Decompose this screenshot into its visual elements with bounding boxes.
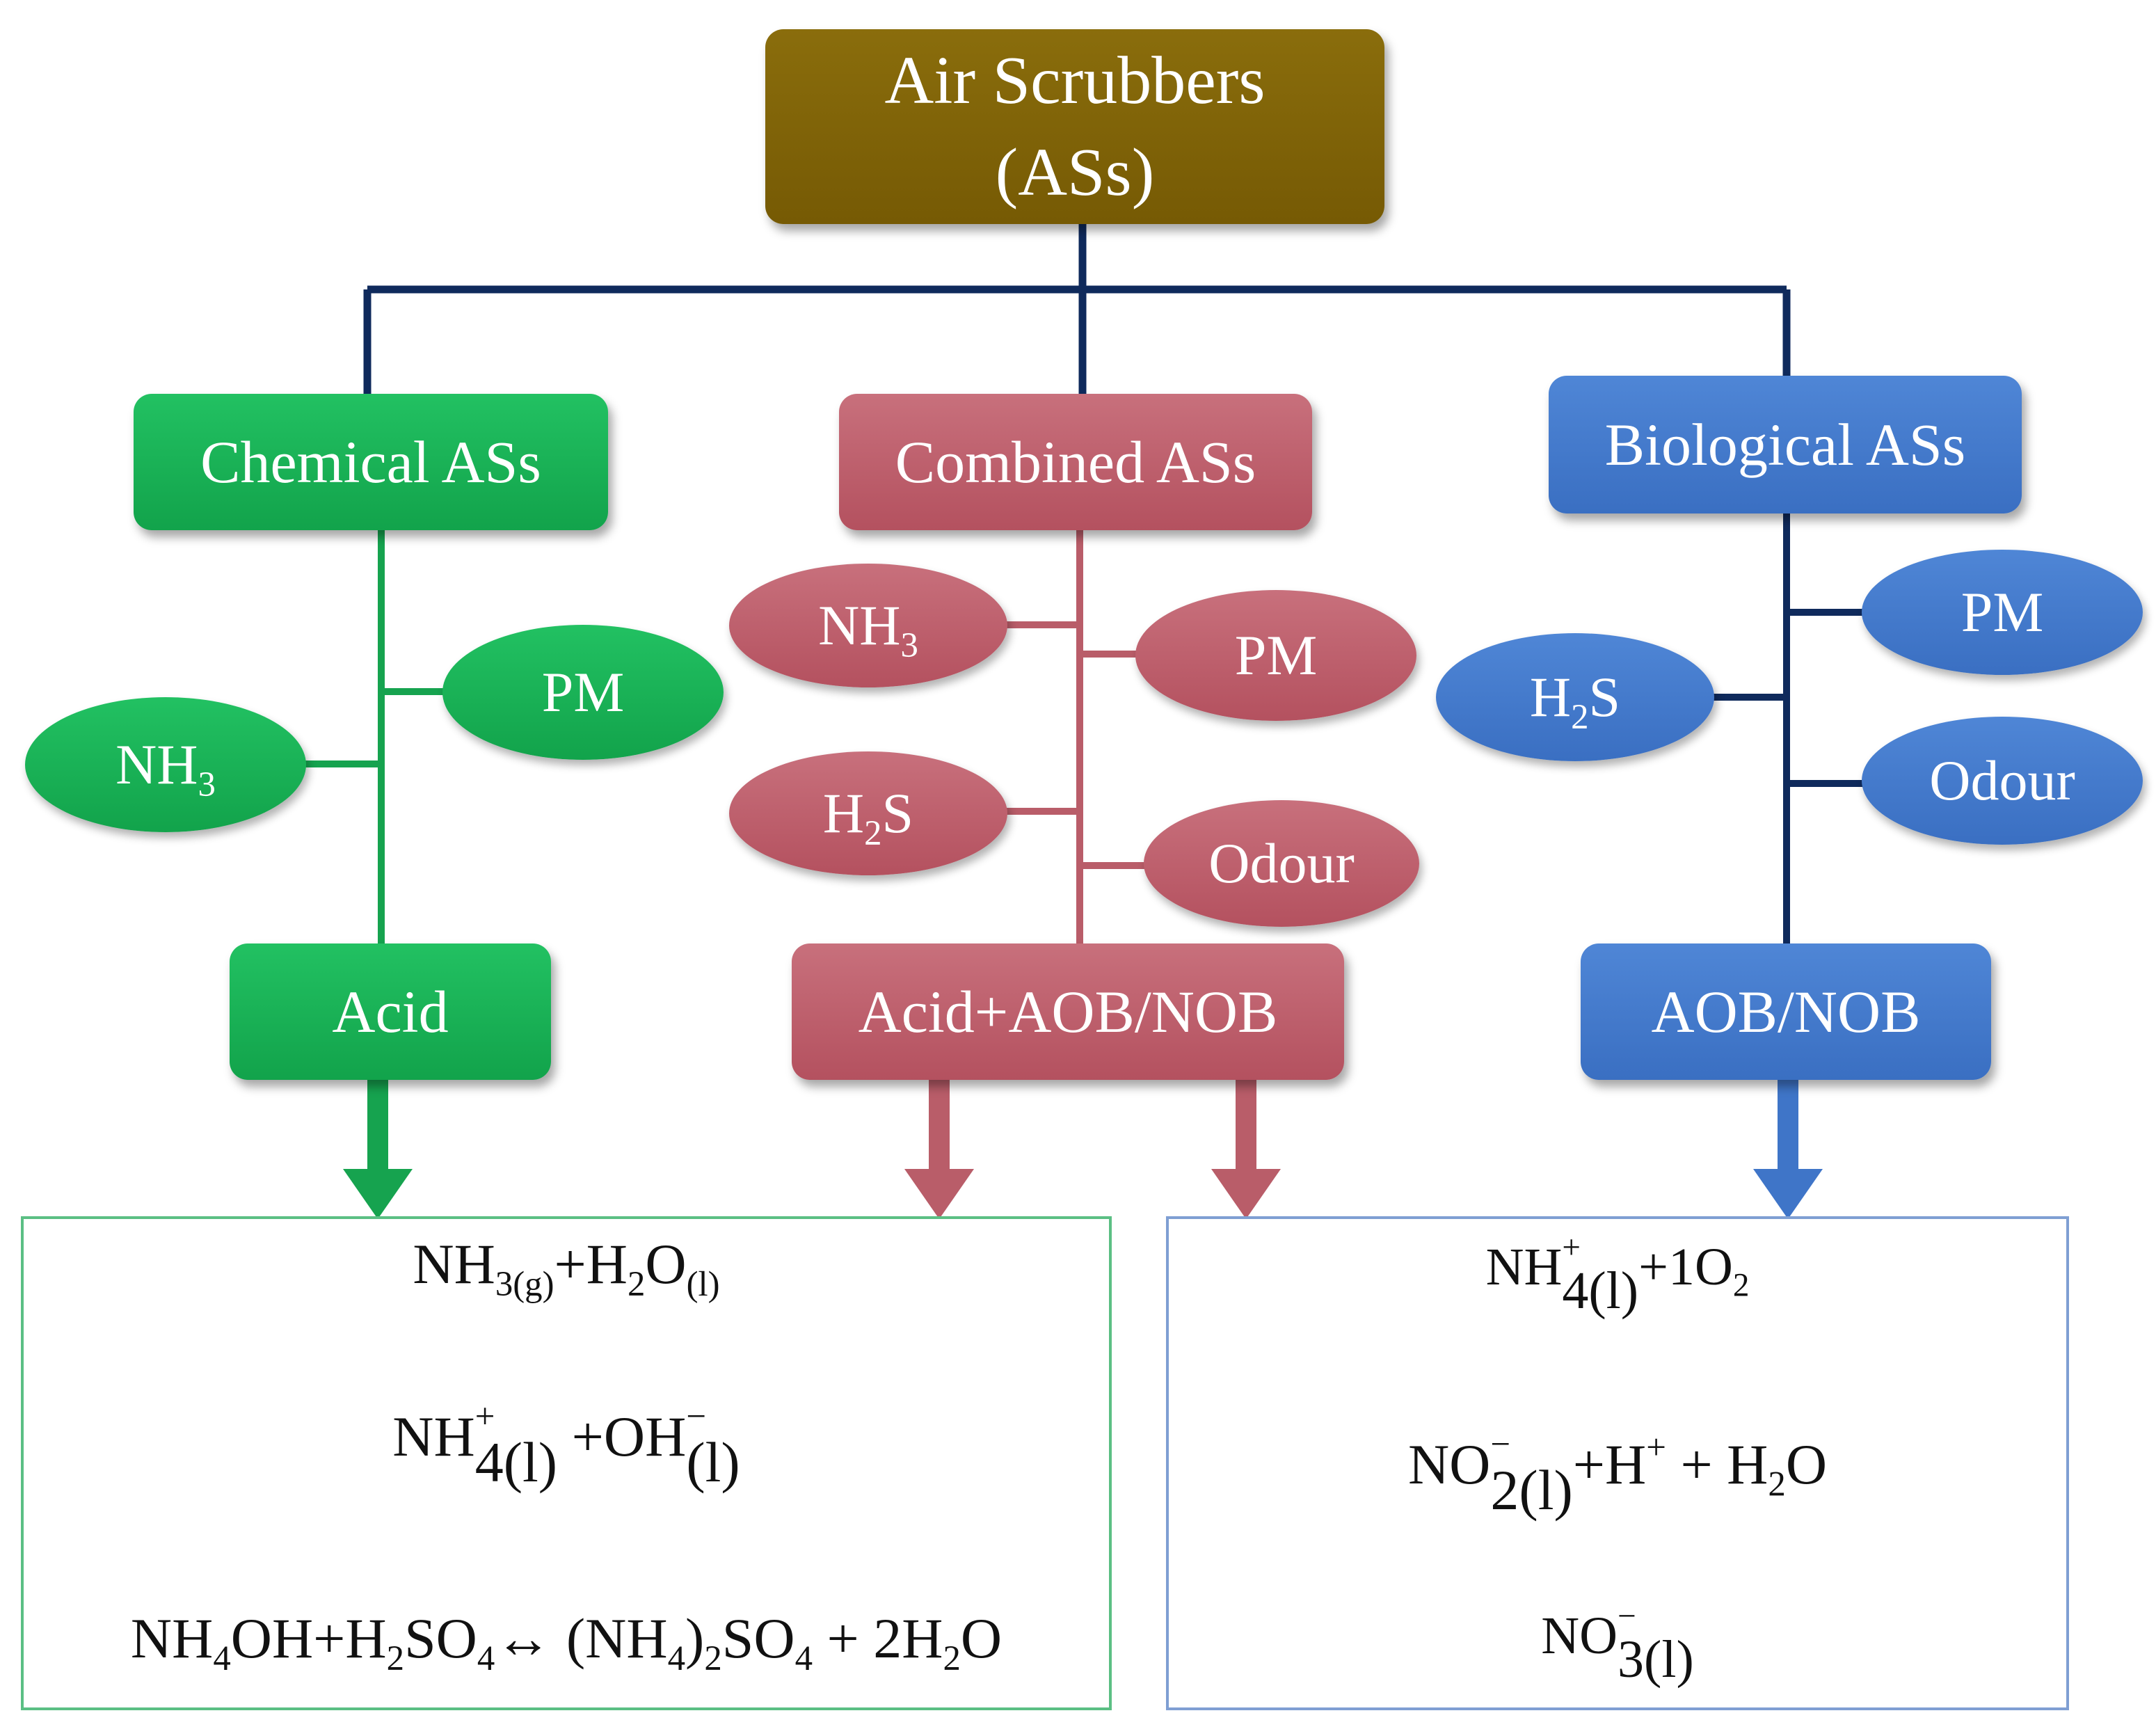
biological-ass-label: Biological ASs [1604, 411, 1966, 478]
chemical-nh3-ellipse: NH3 [25, 697, 306, 832]
acid-equation-1: NH3(g)+H2O(l) [413, 1232, 720, 1303]
air-scrubbers-title: Air Scrubbers [884, 42, 1265, 118]
bio-equation-2: NO−2(l)+H+ + H2O [1407, 1424, 1828, 1522]
air-scrubbers-node: Air Scrubbers (ASs) [765, 29, 1384, 224]
bio-reaction-box [1166, 1216, 2069, 1710]
chemical-connectors [303, 529, 445, 946]
biological-odour-label: Odour [1929, 749, 2075, 812]
aob-nob-agent-node: AOB/NOB [1581, 943, 1991, 1080]
air-scrubbers-abbrev: (ASs) [995, 135, 1155, 210]
acid-equation-3: NH4OH+H2SO4↔ (NH4)2SO4 + 2H2O [130, 1607, 1003, 1678]
arrow-chemical [343, 1077, 413, 1219]
acid-agent-node: Acid [230, 943, 551, 1080]
chemical-pm-ellipse: PM [442, 625, 724, 760]
combined-odour-ellipse: Odour [1144, 800, 1419, 927]
biological-pm-label: PM [1961, 580, 2044, 644]
combined-connectors [1005, 530, 1155, 946]
chemical-ass-label: Chemical ASs [200, 429, 541, 495]
acid-reaction-box [21, 1216, 1112, 1710]
chemical-nh3-label: NH3 [115, 733, 216, 804]
combined-ass-node: Combined ASs [839, 394, 1312, 530]
combined-ass-label: Combined ASs [895, 429, 1256, 495]
aob-nob-agent-label: AOB/NOB [1651, 978, 1921, 1045]
acid-equation-2: NH+4(l) +OH−(l) [392, 1396, 740, 1494]
arrow-combined-left [904, 1077, 974, 1219]
combined-nh3-ellipse: NH3 [729, 564, 1007, 687]
bio-equation-1: NH+4(l)+1O2 [1485, 1229, 1750, 1321]
biological-h2s-label: H2S [1529, 665, 1621, 736]
combined-pm-label: PM [1234, 623, 1318, 687]
big-arrows [343, 1077, 1823, 1219]
combined-nh3-label: NH3 [818, 594, 918, 664]
combined-pm-ellipse: PM [1135, 590, 1416, 721]
combined-h2s-ellipse: H2S [729, 751, 1007, 875]
biological-ass-node: Biological ASs [1549, 376, 2022, 513]
arrow-combined-right [1211, 1077, 1281, 1219]
biological-connectors [1711, 513, 1864, 946]
biological-pm-ellipse: PM [1862, 550, 2143, 675]
chemical-pm-label: PM [541, 660, 625, 724]
biological-h2s-ellipse: H2S [1436, 633, 1714, 761]
combined-h2s-label: H2S [822, 781, 914, 852]
combined-odour-label: Odour [1208, 831, 1355, 895]
acid-aob-nob-agent-label: Acid+AOB/NOB [858, 978, 1278, 1045]
biological-odour-ellipse: Odour [1862, 717, 2143, 845]
chemical-ass-node: Chemical ASs [134, 394, 608, 530]
acid-agent-label: Acid [332, 978, 449, 1045]
acid-aob-nob-agent-node: Acid+AOB/NOB [792, 943, 1344, 1080]
bio-equation-3: NO−3(l) [1541, 1598, 1694, 1689]
arrow-biological [1753, 1077, 1823, 1219]
hierarchy-connectors [363, 223, 1791, 398]
